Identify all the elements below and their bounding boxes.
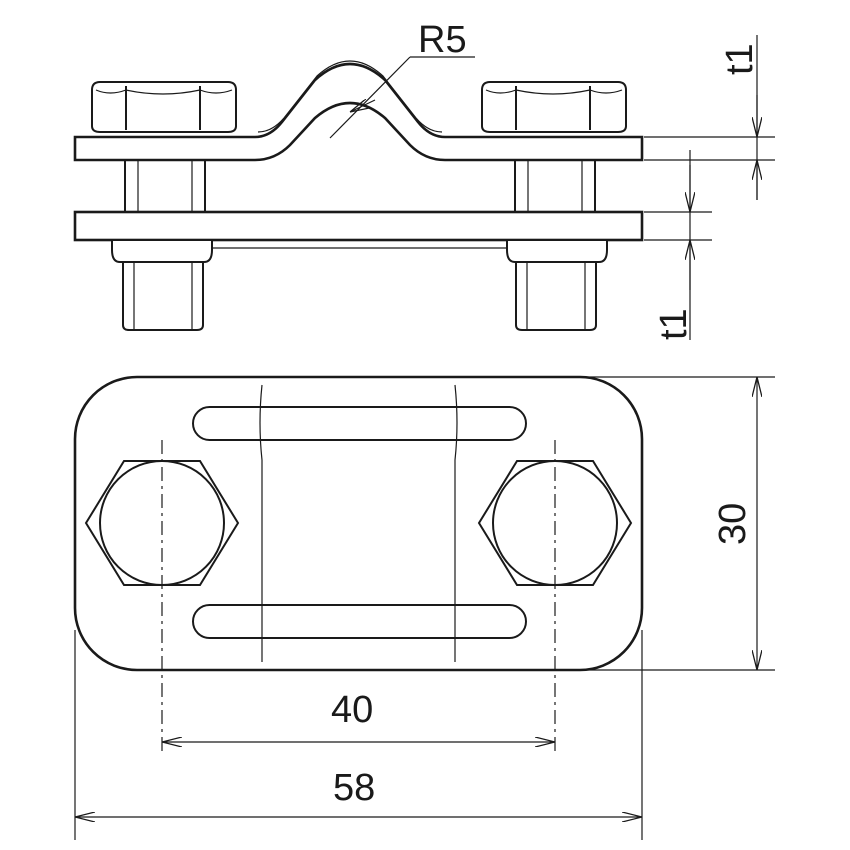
bolt-spacing-dimension: 40 bbox=[162, 689, 555, 742]
bolt-spacing-label: 40 bbox=[331, 689, 373, 731]
height-dimension: 30 bbox=[580, 376, 775, 671]
overall-length-label: 58 bbox=[333, 767, 375, 809]
plate-outline bbox=[73, 375, 644, 672]
side-view: R5 t1 t1 bbox=[73, 19, 775, 340]
radius-callout: R5 bbox=[329, 19, 475, 139]
thickness-dimension-bottom: t1 bbox=[644, 150, 712, 340]
left-hex-head bbox=[91, 81, 237, 133]
radius-label: R5 bbox=[418, 19, 467, 61]
bottom-plate bbox=[73, 210, 644, 242]
thickness-dimension-top: t1 bbox=[644, 35, 775, 200]
thickness-label-bottom: t1 bbox=[653, 308, 695, 340]
right-bolt-shank bbox=[514, 159, 596, 213]
left-thread-end bbox=[122, 261, 204, 331]
overall-length-dimension: 58 bbox=[74, 630, 643, 840]
plan-view: 30 40 58 bbox=[73, 375, 775, 840]
lower-slot bbox=[192, 604, 527, 639]
right-nut bbox=[506, 239, 608, 263]
height-label: 30 bbox=[712, 503, 754, 545]
upper-slot bbox=[192, 406, 527, 441]
left-bolt-shank bbox=[124, 159, 206, 213]
thickness-label-top: t1 bbox=[719, 43, 761, 75]
right-hex-head bbox=[481, 81, 627, 133]
top-plate bbox=[73, 62, 644, 162]
left-nut bbox=[111, 239, 213, 263]
right-thread-end bbox=[515, 261, 597, 331]
